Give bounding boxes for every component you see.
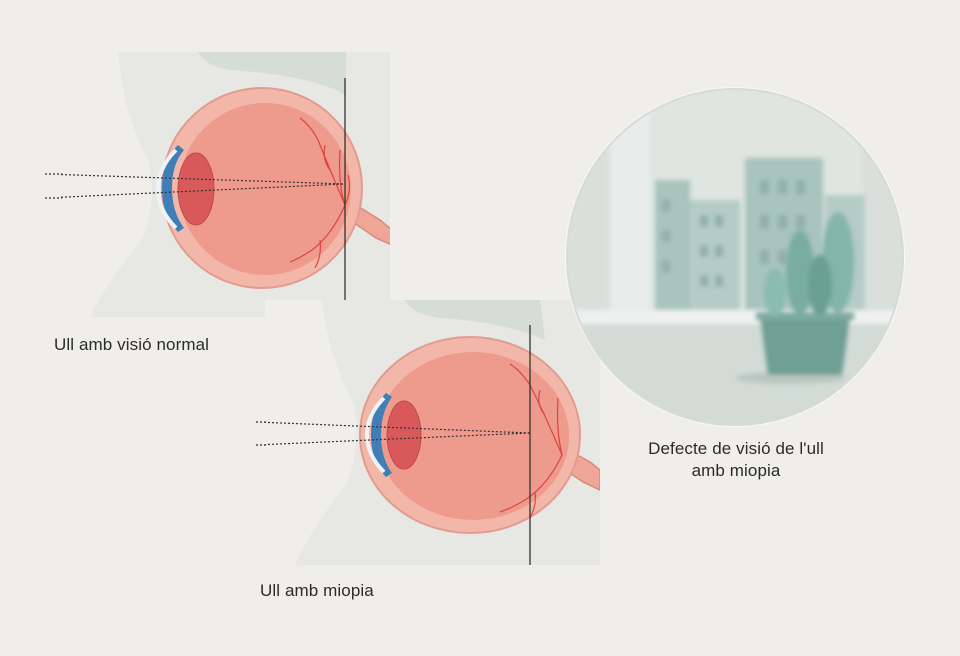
eyeball [155, 87, 390, 289]
cornea [364, 396, 386, 474]
blurred-view-circle [565, 87, 905, 427]
lens [386, 400, 422, 470]
face-profile [265, 300, 357, 565]
vision-defect-caption: Defecte de visió de l'ull amb miopia [626, 438, 846, 482]
iris [162, 145, 184, 232]
plant-pot [760, 316, 850, 375]
eyelid-shadow [405, 300, 545, 340]
eye-interior [179, 103, 351, 275]
incoming-rays-myopia [256, 421, 267, 446]
lens [177, 152, 215, 226]
face-profile [60, 52, 152, 317]
vision-defect-caption-line2: amb miopia [691, 461, 781, 480]
incoming-rays-normal [45, 173, 62, 199]
vision-defect-caption-line1: Defecte de visió de l'ull [648, 439, 824, 458]
normal-eye-panel [60, 52, 390, 317]
cornea [155, 148, 178, 230]
blurred-cactus [735, 212, 854, 384]
retinal-vessels [289, 117, 351, 269]
myopia-eye-caption: Ull amb miopia [260, 581, 374, 600]
myopia-eye-panel [265, 300, 600, 565]
light-rays [265, 421, 531, 446]
iris [371, 393, 392, 477]
normal-eye-caption: Ull amb visió normal [54, 335, 210, 354]
eyelid-shadow [198, 52, 346, 95]
